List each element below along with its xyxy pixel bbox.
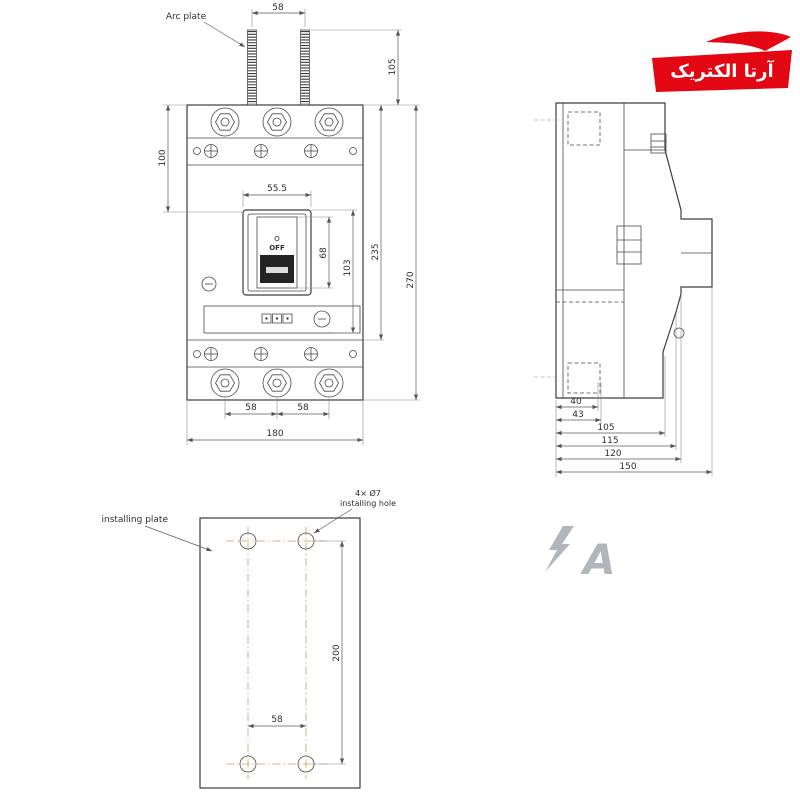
terminal-top-right	[314, 107, 344, 137]
accessory-dial	[313, 310, 331, 328]
dim-depth-115: 115	[601, 436, 618, 446]
leader-line	[203, 21, 246, 48]
screw-icon	[254, 347, 268, 361]
dim-window-height: 68	[319, 247, 329, 259]
terminal-detail	[650, 133, 667, 154]
screw-icon	[204, 347, 218, 361]
dim-total-width: 180	[266, 429, 283, 439]
dim-depth-150: 150	[619, 462, 636, 472]
watermark-logo: A	[545, 526, 616, 584]
switch-off-label: OFF	[269, 244, 285, 252]
breaker-body	[186, 104, 364, 401]
terminal-top-center	[262, 107, 292, 137]
arc-plate-label: Arc plate	[166, 12, 207, 22]
dim-upper-height: 235	[371, 243, 381, 260]
mounting-hole-bottom-left	[239, 755, 257, 773]
dim-cover-height: 103	[343, 259, 353, 276]
dim-depth-43: 43	[572, 410, 583, 420]
dim-depth-40: 40	[570, 397, 582, 407]
switch-o-label: O	[274, 235, 280, 243]
mounting-plate	[199, 517, 361, 789]
leader-line	[313, 508, 353, 534]
terminal-top-left	[210, 107, 240, 137]
dim-pitch-left: 58	[245, 403, 257, 413]
dim-arc-spacing: 58	[272, 3, 284, 13]
dim-total-height: 270	[406, 271, 416, 288]
bottom-view: 200 58 installing plate 4× Ø7 installing…	[101, 488, 396, 789]
leader-line	[144, 525, 213, 552]
brand-logo: آرتا الکتریک	[652, 31, 792, 92]
terminal-bottom-center	[262, 368, 292, 398]
dim-hole-vertical-spacing: 200	[332, 644, 342, 661]
hole-label-line1: 4× Ø7	[355, 488, 381, 498]
watermark-letter: A	[580, 535, 616, 584]
installing-plate-label: installing plate	[101, 515, 168, 525]
dim-escutcheon-width: 55.5	[267, 184, 287, 194]
logo-wing-icon	[706, 31, 791, 51]
switch-escutcheon	[242, 209, 312, 296]
trip-button	[201, 276, 217, 292]
dim-arc-height: 105	[388, 58, 398, 75]
screw-icon	[204, 144, 218, 158]
screw-icon	[304, 144, 318, 158]
handle-window	[256, 216, 298, 289]
logo-banner	[652, 50, 792, 92]
terminal-bottom-right	[314, 368, 344, 398]
front-view: O OFF Arc plate 58 105	[158, 3, 420, 445]
screw-icon	[304, 347, 318, 361]
side-view: 40 43 105 115 120 150	[534, 102, 713, 477]
mounting-hole-top-left	[239, 532, 257, 550]
side-profile	[555, 102, 713, 399]
dim-depth-120: 120	[604, 449, 621, 459]
accessory-window	[616, 225, 642, 265]
screw-icon	[254, 144, 268, 158]
hole-label-line2: installing hole	[340, 499, 396, 508]
dim-top-offset: 100	[158, 149, 168, 166]
accessory-strip	[203, 305, 361, 334]
dim-depth-105: 105	[597, 423, 614, 433]
dim-pitch-right: 58	[297, 403, 309, 413]
brand-text: آرتا الکتریک	[670, 59, 774, 82]
terminal-bottom-left	[210, 368, 240, 398]
dim-hole-horizontal-spacing: 58	[271, 715, 283, 725]
lightning-icon	[545, 526, 574, 572]
